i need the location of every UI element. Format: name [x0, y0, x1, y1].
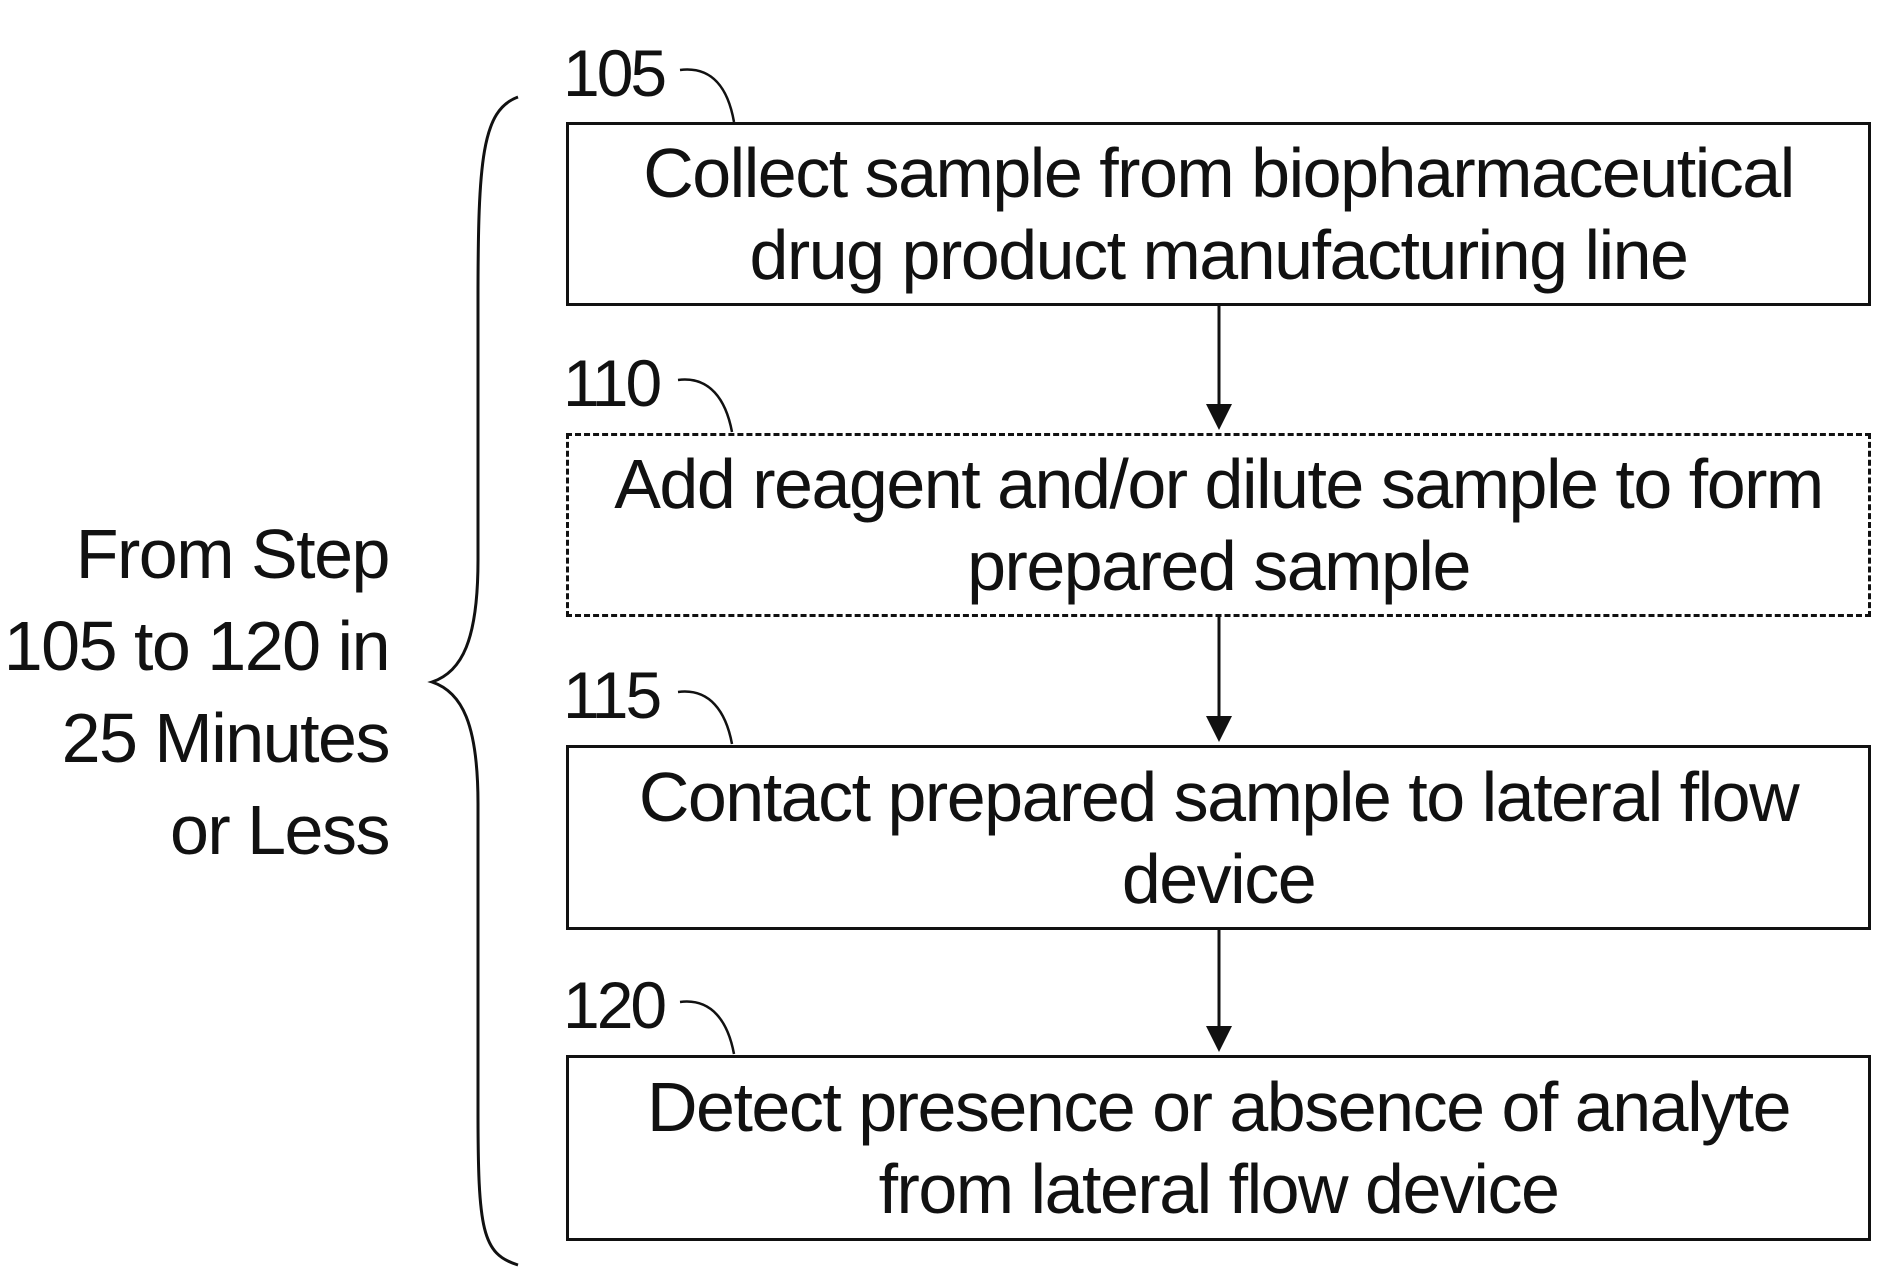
step-text-line: drug product manufacturing line	[643, 214, 1794, 296]
step-box-110: Add reagent and/or dilute sample to form…	[566, 433, 1871, 617]
flow-arrow-110-115	[1206, 617, 1232, 742]
step-text-line: Add reagent and/or dilute sample to form	[614, 443, 1823, 525]
step-box-105: Collect sample from biopharmaceutical dr…	[566, 122, 1871, 306]
flow-arrow-115-120	[1206, 930, 1232, 1052]
ref-number-115: 115	[563, 662, 659, 728]
step-text-line: prepared sample	[614, 525, 1823, 607]
step-text: Add reagent and/or dilute sample to form…	[614, 443, 1823, 607]
ref-number-105: 105	[563, 40, 664, 106]
step-text-line: device	[639, 838, 1798, 920]
ref-leader-110	[678, 380, 732, 432]
bracket-label: From Step 105 to 120 in 25 Minutes or Le…	[4, 508, 389, 876]
step-box-120: Detect presence or absence of analyte fr…	[566, 1055, 1871, 1241]
ref-number-120: 120	[563, 972, 664, 1038]
ref-leader-105	[680, 70, 734, 122]
step-text: Contact prepared sample to lateral flow …	[639, 756, 1798, 920]
ref-number-110: 110	[563, 350, 659, 416]
bracket-label-line: 105 to 120 in	[4, 600, 389, 692]
step-text: Detect presence or absence of analyte fr…	[647, 1066, 1790, 1230]
ref-leader-115	[678, 692, 732, 744]
bracket-label-line: From Step	[4, 508, 389, 600]
bracket-label-line: 25 Minutes	[4, 692, 389, 784]
ref-leader-120	[680, 1002, 734, 1054]
step-text-line: Contact prepared sample to lateral flow	[639, 756, 1798, 838]
bracket-label-line: or Less	[4, 784, 389, 876]
step-text-line: from lateral flow device	[647, 1148, 1790, 1230]
flow-arrow-105-110	[1206, 306, 1232, 430]
step-text-line: Detect presence or absence of analyte	[647, 1066, 1790, 1148]
step-text: Collect sample from biopharmaceutical dr…	[643, 132, 1794, 296]
curly-brace	[432, 97, 518, 1265]
step-text-line: Collect sample from biopharmaceutical	[643, 132, 1794, 214]
step-box-115: Contact prepared sample to lateral flow …	[566, 745, 1871, 930]
